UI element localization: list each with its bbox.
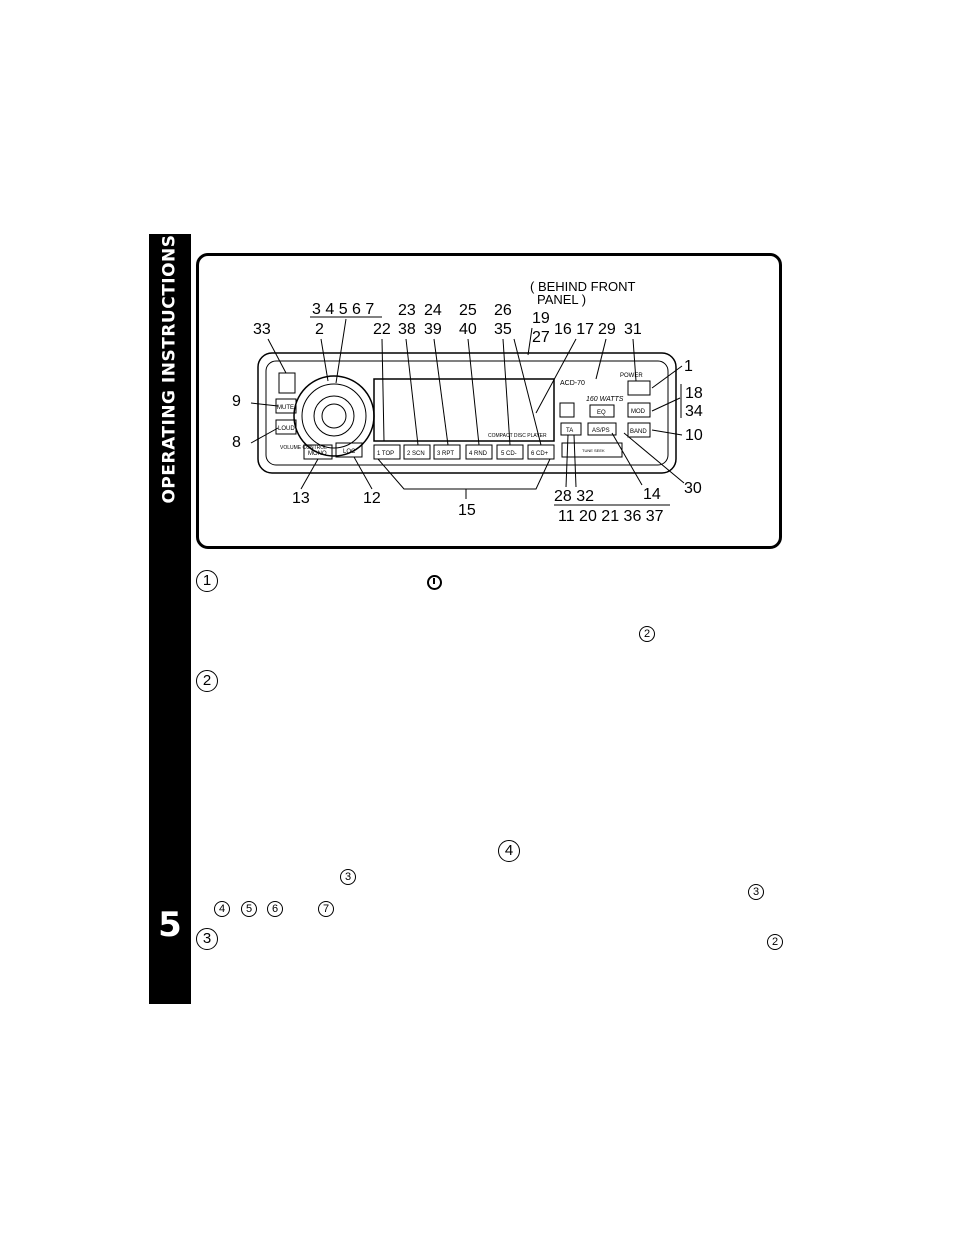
label-19: 19 [532,310,550,327]
svg-text:ACD-70: ACD-70 [560,380,585,387]
label-16-17: 16 17 [554,321,594,338]
label-39: 39 [424,321,442,338]
label-28-32: 28 32 [554,488,594,505]
label-30: 30 [684,480,702,497]
label-27: 27 [532,329,550,346]
label-1: 1 [684,358,693,375]
step-marker-1: 1 [196,570,218,592]
svg-text:POWER: POWER [620,373,643,379]
label-26: 26 [494,302,512,319]
power-icon [427,575,442,590]
svg-text:LOC: LOC [343,449,356,455]
svg-text:3 RPT: 3 RPT [437,451,454,457]
svg-text:4 RND: 4 RND [469,451,488,457]
label-38: 38 [398,321,416,338]
label-10: 10 [685,427,703,444]
svg-text:160 WATTS: 160 WATTS [586,396,624,403]
svg-text:AS/PS: AS/PS [592,428,610,434]
label-22: 22 [373,321,391,338]
ref-marker: 2 [639,624,655,642]
label-9: 9 [232,393,241,410]
svg-text:LOUD: LOUD [278,426,295,432]
svg-text:MONO: MONO [308,451,327,457]
svg-text:2 SCN: 2 SCN [407,451,425,457]
svg-text:TA: TA [566,428,573,434]
label-40: 40 [459,321,477,338]
svg-text:TUNE SEEK: TUNE SEEK [582,448,605,453]
label-18: 18 [685,385,703,402]
ref-marker: 3 [748,882,764,900]
ref-marker: 5 [241,899,257,917]
page-number: 5 [158,905,182,945]
label-8: 8 [232,434,241,451]
step-marker-3: 3 [196,928,218,950]
label-14: 14 [643,486,661,503]
label-25: 25 [459,302,477,319]
ref-marker: 3 [340,867,356,885]
ref-marker-large: 4 [498,840,520,862]
ref-marker: 6 [267,899,283,917]
svg-text:MUTE: MUTE [277,405,294,411]
svg-text:EQ: EQ [597,410,606,416]
label-24: 24 [424,302,442,319]
label-13: 13 [292,490,310,507]
label-11-37: 11 20 21 36 37 [558,508,664,525]
label-31: 31 [624,321,642,338]
label-2: 2 [315,321,324,338]
ref-marker: 7 [318,899,334,917]
svg-text:BAND: BAND [630,429,647,435]
step-marker-2: 2 [196,670,218,692]
sidebar-band [149,234,191,1004]
label-15: 15 [458,502,476,519]
ref-marker: 2 [767,932,783,950]
svg-text:COMPACT DISC PLAYER: COMPACT DISC PLAYER [488,433,547,439]
label-33: 33 [253,321,271,338]
label-29: 29 [598,321,616,338]
svg-text:MOD: MOD [631,409,646,415]
svg-text:1 TOP: 1 TOP [377,451,394,457]
svg-text:6 CD+: 6 CD+ [531,451,549,457]
svg-text:5 CD-: 5 CD- [501,451,517,457]
label-34: 34 [685,403,703,420]
car-stereo-diagram: ( BEHIND FRONT PANEL ) 3 4 5 6 7 2 33 22… [232,279,703,525]
ref-marker: 4 [214,899,230,917]
section-title: OPERATING INSTRUCTIONS [160,234,180,504]
label-35: 35 [494,321,512,338]
callout-behind-1: ( BEHIND FRONT [530,279,636,294]
label-12: 12 [363,490,381,507]
label-3-7: 3 4 5 6 7 [312,301,374,318]
callout-behind-2: PANEL ) [537,292,586,307]
figure-frame [196,253,782,549]
label-23: 23 [398,302,416,319]
